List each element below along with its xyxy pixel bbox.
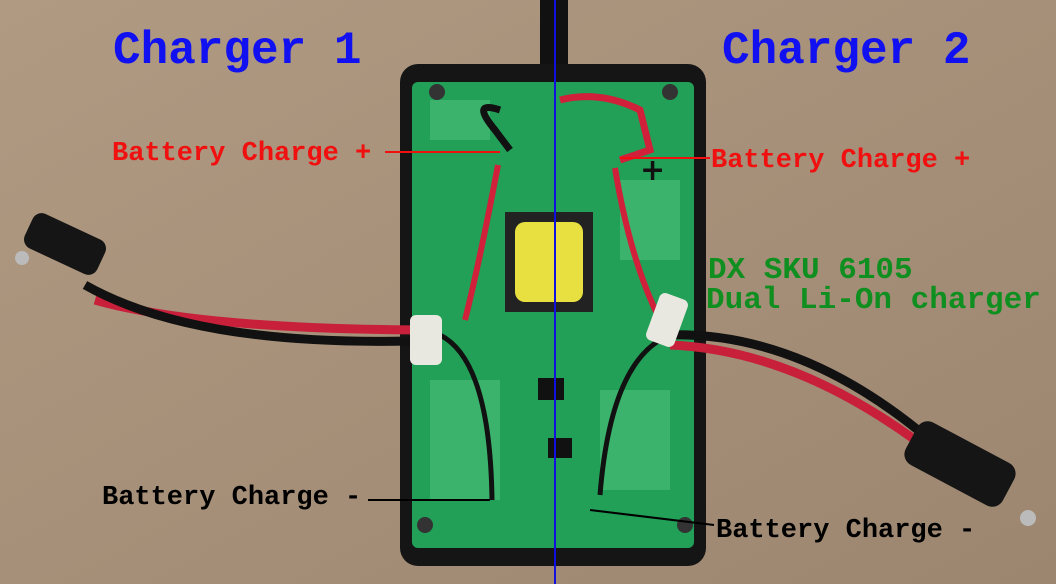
charger2-label: Charger 2 xyxy=(722,25,971,77)
product-description-label: Dual Li-On charger xyxy=(706,283,1041,318)
ic-chip xyxy=(538,378,564,400)
cable-tie xyxy=(410,315,442,365)
right-connector xyxy=(904,421,1016,507)
product-sku-label: DX SKU 6105 xyxy=(708,253,913,288)
charge-plus-left-label: Battery Charge + xyxy=(112,139,372,169)
right-cable-red xyxy=(669,340,938,459)
ic-chip xyxy=(548,438,572,458)
charge-minus-right-label: Battery Charge - xyxy=(716,516,976,546)
charger1-label: Charger 1 xyxy=(113,25,362,77)
left-connector xyxy=(24,213,106,275)
left-cable-black xyxy=(82,281,441,346)
cable-tie xyxy=(646,293,688,347)
svg-text:+: + xyxy=(640,153,665,188)
right-cable-black xyxy=(664,330,933,444)
charge-plus-right-label: Battery Charge + xyxy=(711,146,971,176)
charge-minus-left-label: Battery Charge - xyxy=(102,483,362,513)
